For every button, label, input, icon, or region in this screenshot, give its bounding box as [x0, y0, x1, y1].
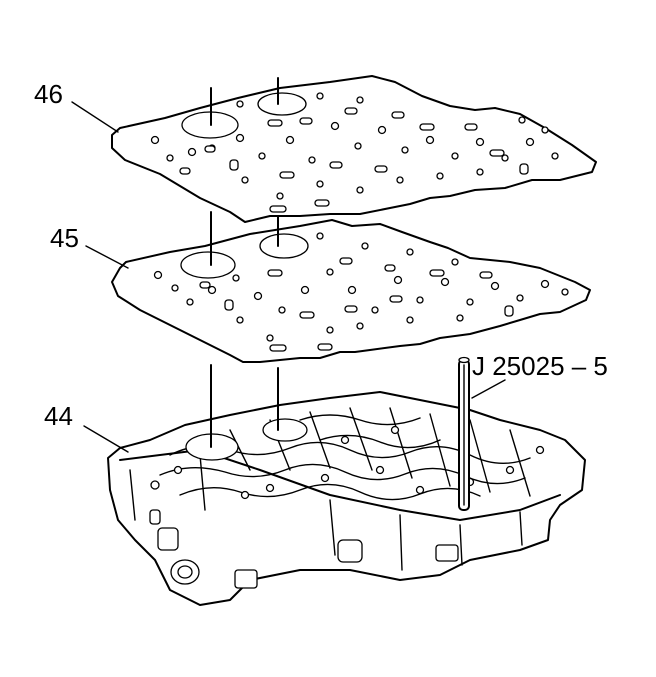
- upper-plate-bore-2: [257, 92, 307, 116]
- spacer-plate-lower: [111, 219, 591, 363]
- leader-44: [83, 425, 129, 453]
- valve-body-bolt-holes: [150, 425, 545, 500]
- spacer-plate-upper: [111, 75, 597, 223]
- leader-46: [71, 101, 119, 133]
- leader-tool: [471, 379, 506, 399]
- valve-body: [107, 391, 586, 606]
- alignment-lines: [210, 77, 279, 448]
- valve-body-side-edge: [129, 454, 523, 571]
- valve-body-ribs: [229, 407, 531, 497]
- leader-45: [85, 245, 129, 269]
- alignment-pin-tool: [458, 356, 470, 511]
- valve-body-bore-2: [262, 418, 308, 442]
- callout-44: 44: [44, 401, 73, 431]
- callout-45: 45: [50, 223, 79, 253]
- valve-body-channels: [159, 414, 531, 501]
- spacer-plate-upper-outline: [111, 75, 597, 223]
- callout-tool: J 25025 – 5: [472, 351, 608, 381]
- spacer-plate-lower-holes: [153, 232, 569, 352]
- callout-leaders: [71, 101, 506, 453]
- callout-46: 46: [34, 79, 63, 109]
- valve-body-end-plugs: [149, 509, 459, 589]
